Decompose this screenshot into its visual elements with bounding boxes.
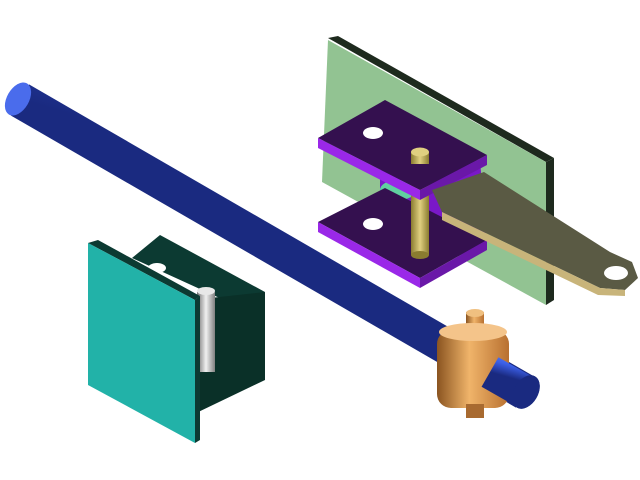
teal-bracket-assembly [88,235,265,443]
lever-arm [432,172,638,296]
grey-pin [197,292,215,372]
